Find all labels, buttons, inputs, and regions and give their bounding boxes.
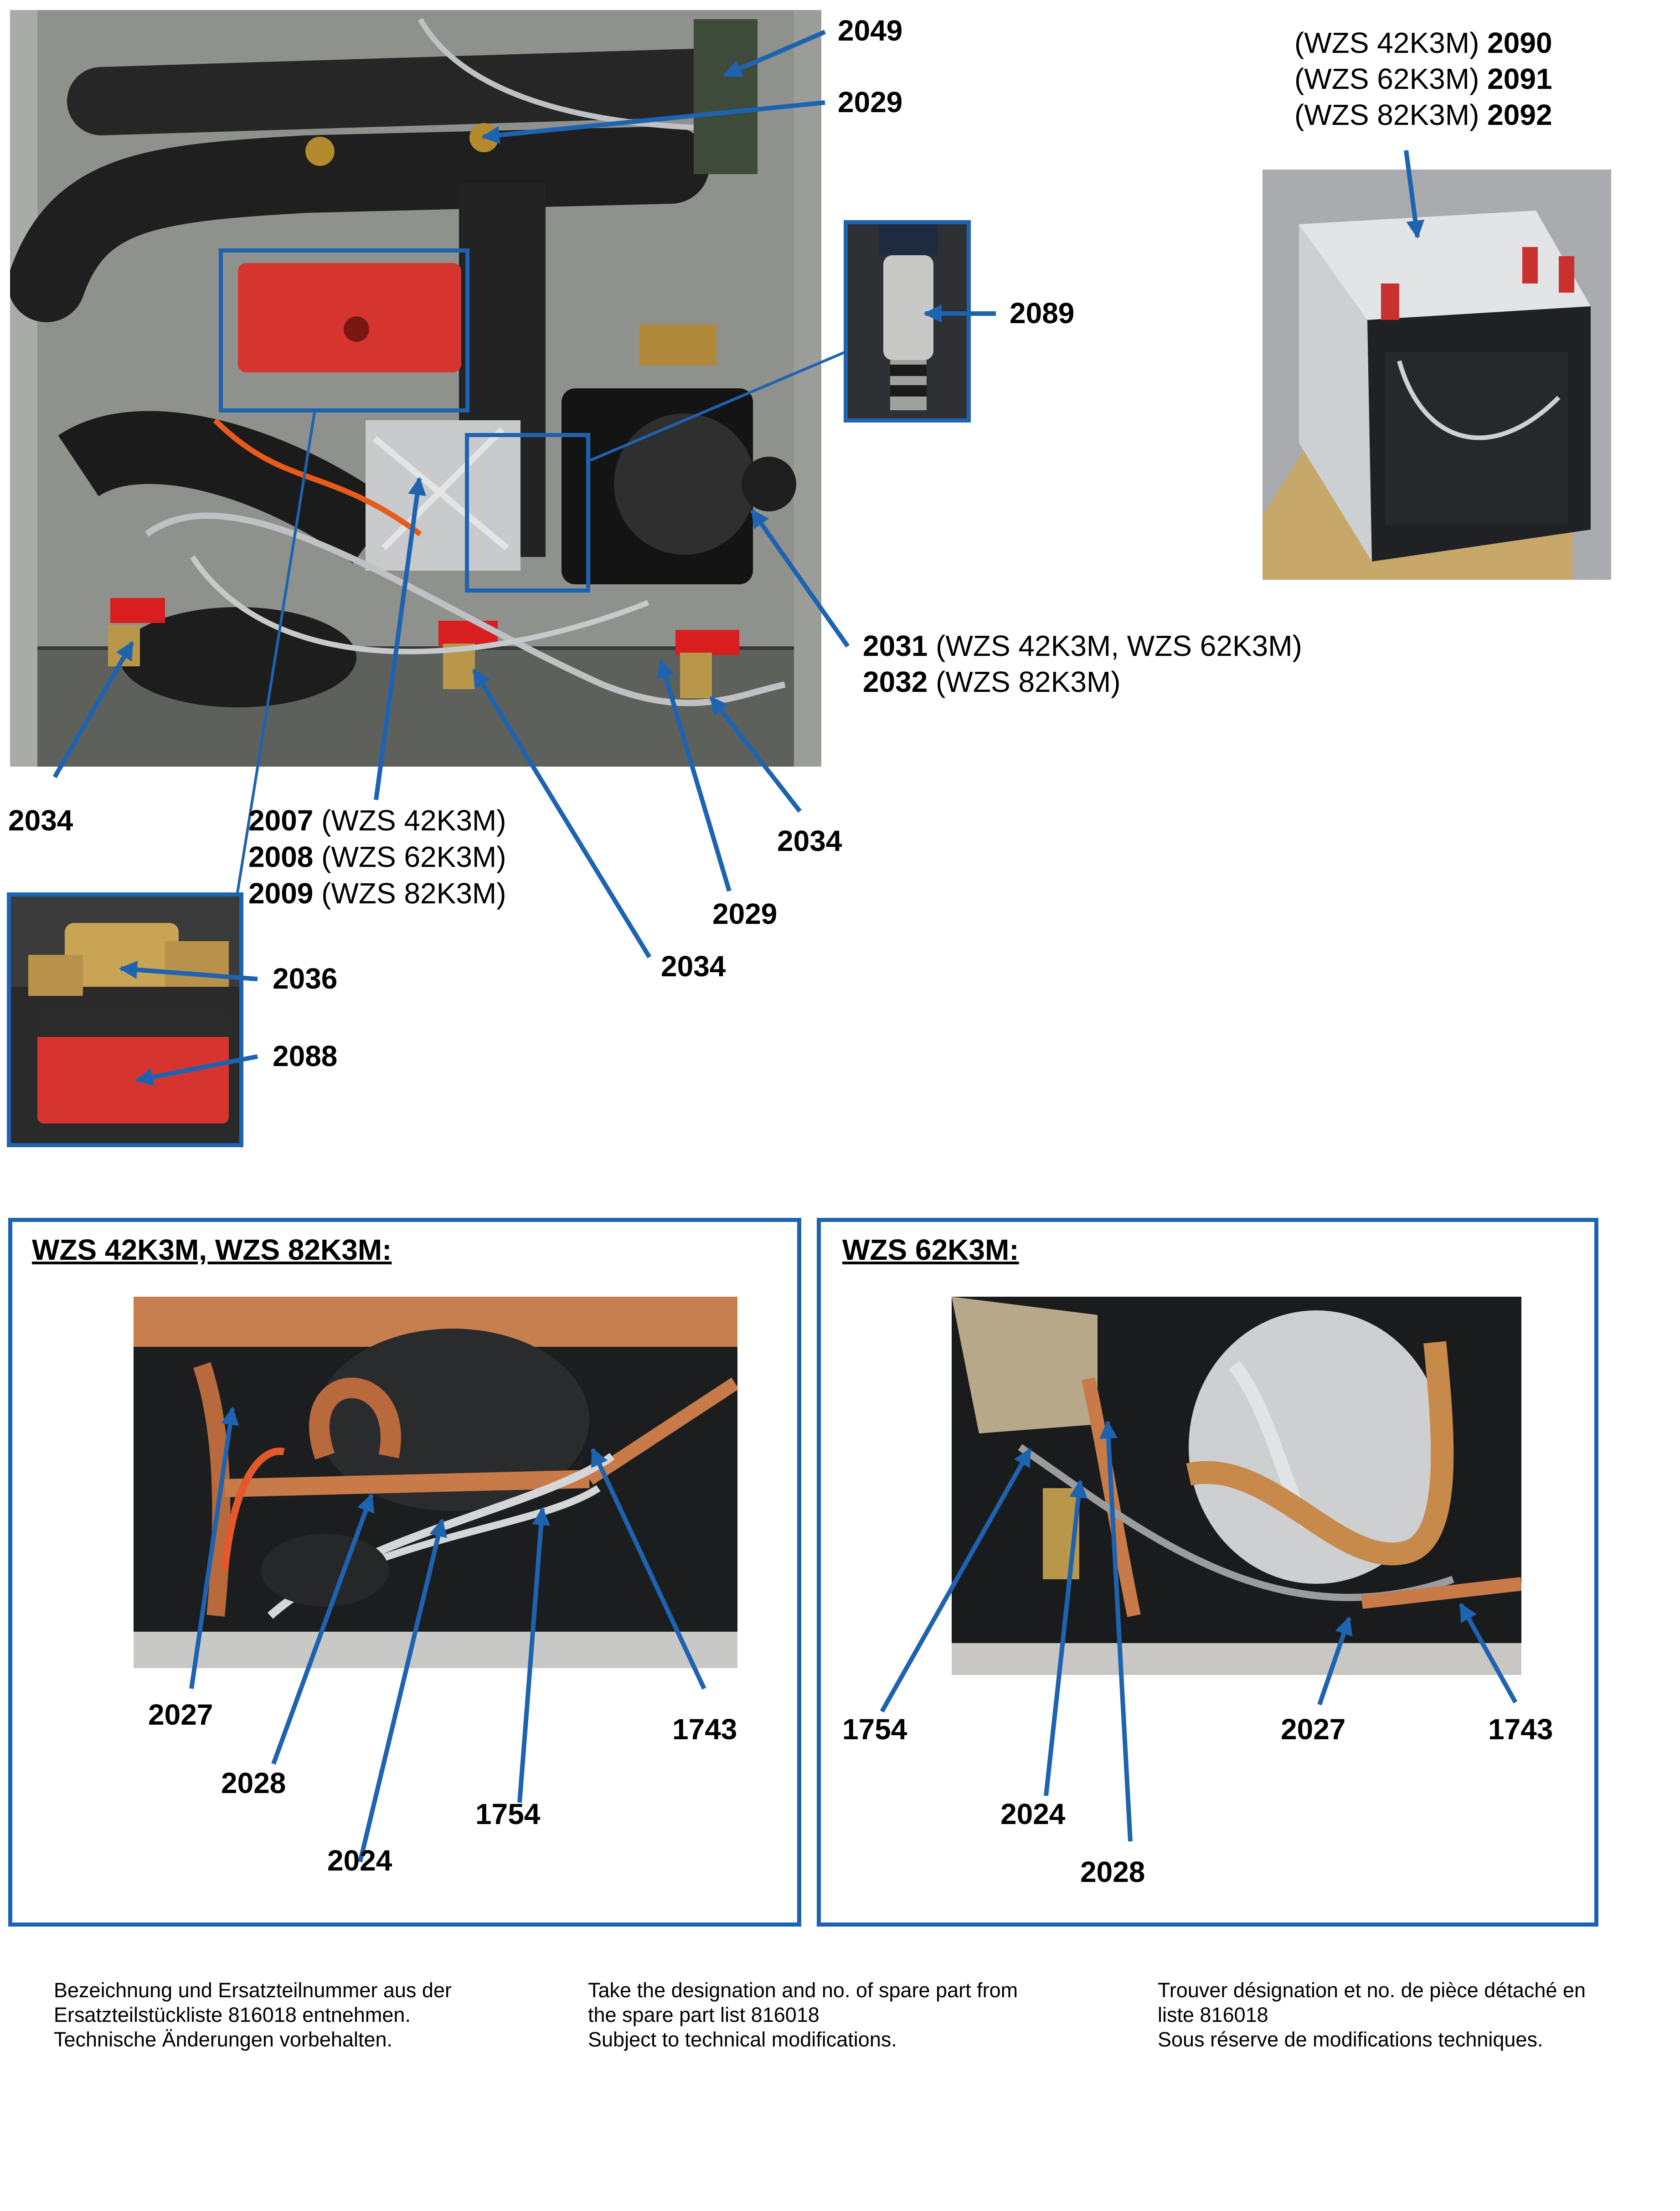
connector-inset-frame bbox=[844, 220, 971, 423]
footer-line: Technische Änderungen vorbehalten. bbox=[54, 2028, 393, 2051]
callout-2034-left: 2034 bbox=[8, 804, 73, 837]
footer-line: Subject to technical modifications. bbox=[588, 2028, 897, 2051]
callout-2029-top: 2029 bbox=[838, 86, 903, 119]
pl-label-1743: 1743 bbox=[672, 1713, 737, 1746]
connector-inset-photo bbox=[847, 223, 968, 419]
footer-french: Trouver désignation et no. de pièce déta… bbox=[1158, 1978, 1680, 2052]
arrow-2049 bbox=[723, 30, 826, 77]
callout-2089: 2089 bbox=[1010, 297, 1075, 330]
valve-model-row: 2009 (WZS 82K3M) bbox=[248, 877, 506, 910]
footer-line: Ersatzteilstückliste 816018 entnehmen. bbox=[54, 2003, 411, 2026]
callout-2036: 2036 bbox=[273, 962, 338, 995]
pr-label-1743: 1743 bbox=[1488, 1713, 1553, 1746]
callout-2034-mid: 2034 bbox=[661, 950, 726, 983]
pl-label-2024: 2024 bbox=[327, 1844, 392, 1877]
pump-model-row: 2032 (WZS 82K3M) bbox=[863, 665, 1121, 698]
pump-model-list: 2031 (WZS 42K3M, WZS 62K3M) 2032 (WZS 82… bbox=[863, 631, 1302, 696]
panel-right bbox=[817, 1218, 1598, 1927]
arrow-pl-2024 bbox=[358, 1518, 448, 1863]
arrow-2034-mid bbox=[472, 668, 652, 959]
arrow-2029-top bbox=[481, 100, 825, 144]
pr-label-2024: 2024 bbox=[1000, 1798, 1066, 1830]
footer-line: the spare part list 816018 bbox=[588, 2003, 819, 2026]
pump-model-row: 2031 (WZS 42K3M, WZS 62K3M) bbox=[863, 629, 1302, 662]
arrow-pr-2028 bbox=[1099, 1420, 1133, 1842]
pr-label-1754: 1754 bbox=[842, 1713, 907, 1746]
valve-model-row: 2007 (WZS 42K3M) bbox=[248, 804, 506, 837]
arrow-pr-2027 bbox=[1317, 1616, 1353, 1706]
arrow-valve-models bbox=[374, 477, 427, 800]
arrow-2029-low bbox=[657, 659, 732, 892]
panel-left-photo bbox=[134, 1297, 737, 1668]
arrow-pr-2024 bbox=[1044, 1479, 1087, 1796]
box-model-row: (WZS 42K3M) 2090 bbox=[1294, 26, 1552, 59]
box-model-list: (WZS 42K3M) 2090 (WZS 62K3M) 2091 (WZS 8… bbox=[1294, 28, 1552, 129]
pr-label-2027: 2027 bbox=[1281, 1713, 1346, 1746]
callout-2049: 2049 bbox=[838, 14, 903, 47]
arrow-pl-1754 bbox=[517, 1507, 551, 1803]
panel-right-photo bbox=[952, 1297, 1521, 1675]
footer-line: Take the designation and no. of spare pa… bbox=[588, 1979, 1018, 2002]
panel-left bbox=[8, 1218, 801, 1927]
footer-line: Trouver désignation et no. de pièce déta… bbox=[1158, 1979, 1586, 2002]
arrow-pl-2027 bbox=[189, 1407, 239, 1689]
callout-2029-low: 2029 bbox=[712, 897, 778, 930]
callout-2034-right: 2034 bbox=[777, 825, 842, 857]
valve-actuator-inset-frame bbox=[7, 892, 243, 1147]
foil-part-highlight-frame bbox=[465, 433, 590, 593]
arrow-2036 bbox=[119, 960, 258, 981]
pl-label-1754: 1754 bbox=[475, 1798, 541, 1830]
heat-pump-box-photo bbox=[1263, 170, 1611, 580]
pr-label-2028: 2028 bbox=[1080, 1855, 1145, 1888]
main-unit-photo bbox=[10, 10, 821, 767]
pl-label-2028: 2028 bbox=[221, 1767, 286, 1799]
pl-label-2027: 2027 bbox=[148, 1698, 213, 1731]
footer-line: Bezeichnung und Ersatzteilnummer aus der bbox=[54, 1979, 452, 2002]
link-actuator-to-inset bbox=[236, 412, 316, 896]
footer-line: liste 816018 bbox=[1158, 2003, 1268, 2026]
valve-model-list: 2007 (WZS 42K3M) 2008 (WZS 62K3M) 2009 (… bbox=[248, 806, 506, 908]
footer-german: Bezeichnung und Ersatzteilnummer aus der… bbox=[54, 1978, 578, 2052]
panel-right-heading: WZS 62K3M: bbox=[842, 1233, 1019, 1266]
arrow-pump bbox=[750, 509, 850, 648]
box-model-row: (WZS 62K3M) 2091 bbox=[1294, 62, 1552, 95]
arrow-box bbox=[1404, 150, 1425, 239]
arrow-pl-1743 bbox=[590, 1448, 706, 1690]
panel-left-heading: WZS 42K3M, WZS 82K3M: bbox=[32, 1233, 392, 1266]
box-model-row: (WZS 82K3M) 2092 bbox=[1294, 98, 1552, 131]
link-foil-to-connector bbox=[589, 350, 849, 462]
arrow-2088 bbox=[135, 1054, 258, 1086]
arrow-pl-2028 bbox=[271, 1493, 375, 1765]
footer-english: Take the designation and no. of spare pa… bbox=[588, 1978, 1112, 2052]
valve-model-row: 2008 (WZS 62K3M) bbox=[248, 840, 506, 873]
actuator-highlight-frame bbox=[219, 248, 469, 412]
callout-2088: 2088 bbox=[273, 1040, 338, 1072]
footer-line: Sous réserve de modifications techniques… bbox=[1158, 2028, 1543, 2051]
arrow-pr-1754 bbox=[880, 1448, 1032, 1713]
arrow-2034-left bbox=[52, 641, 134, 778]
arrow-2034-right bbox=[709, 696, 802, 813]
arrow-pr-1743 bbox=[1458, 1603, 1518, 1704]
